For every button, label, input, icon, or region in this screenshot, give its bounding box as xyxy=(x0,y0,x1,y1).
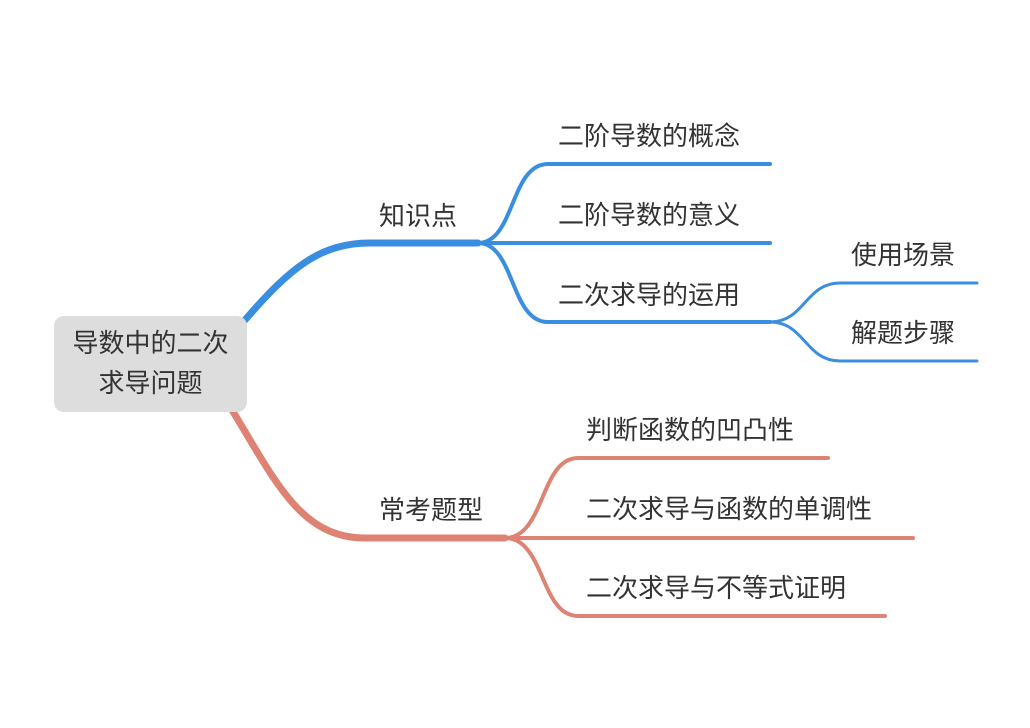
root-topic-line-1: 导数中的二次 xyxy=(72,329,229,359)
branch-knowledge-label[interactable]: 知识点 xyxy=(379,202,458,232)
connector-knowledge-application xyxy=(476,241,772,324)
branch-question-types-label[interactable]: 常考题型 xyxy=(379,496,484,526)
connector-application-steps xyxy=(768,320,979,363)
connector-root-question-types xyxy=(228,406,509,542)
node-convexity[interactable]: 判断函数的凹凸性 xyxy=(586,416,795,446)
node-second-derivative-concept[interactable]: 二阶导数的概念 xyxy=(558,122,741,152)
root-topic-node[interactable]: 导数中的二次 求导问题 xyxy=(54,316,247,412)
connector-root-knowledge xyxy=(241,239,482,324)
node-second-derivative-application[interactable]: 二次求导的运用 xyxy=(558,281,741,311)
connector-application-scenario xyxy=(768,281,979,324)
node-inequality-proof[interactable]: 二次求导与不等式证明 xyxy=(586,574,847,604)
node-second-derivative-meaning[interactable]: 二阶导数的意义 xyxy=(558,201,741,231)
connector-knowledge-concept xyxy=(476,162,772,245)
node-solution-steps[interactable]: 解题步骤 xyxy=(851,319,956,349)
root-topic-line-2: 求导问题 xyxy=(98,369,203,399)
connector-types-convexity xyxy=(503,456,830,540)
node-usage-scenario[interactable]: 使用场景 xyxy=(851,241,956,271)
node-monotonicity[interactable]: 二次求导与函数的单调性 xyxy=(586,495,873,525)
connector-types-inequality xyxy=(503,536,887,618)
